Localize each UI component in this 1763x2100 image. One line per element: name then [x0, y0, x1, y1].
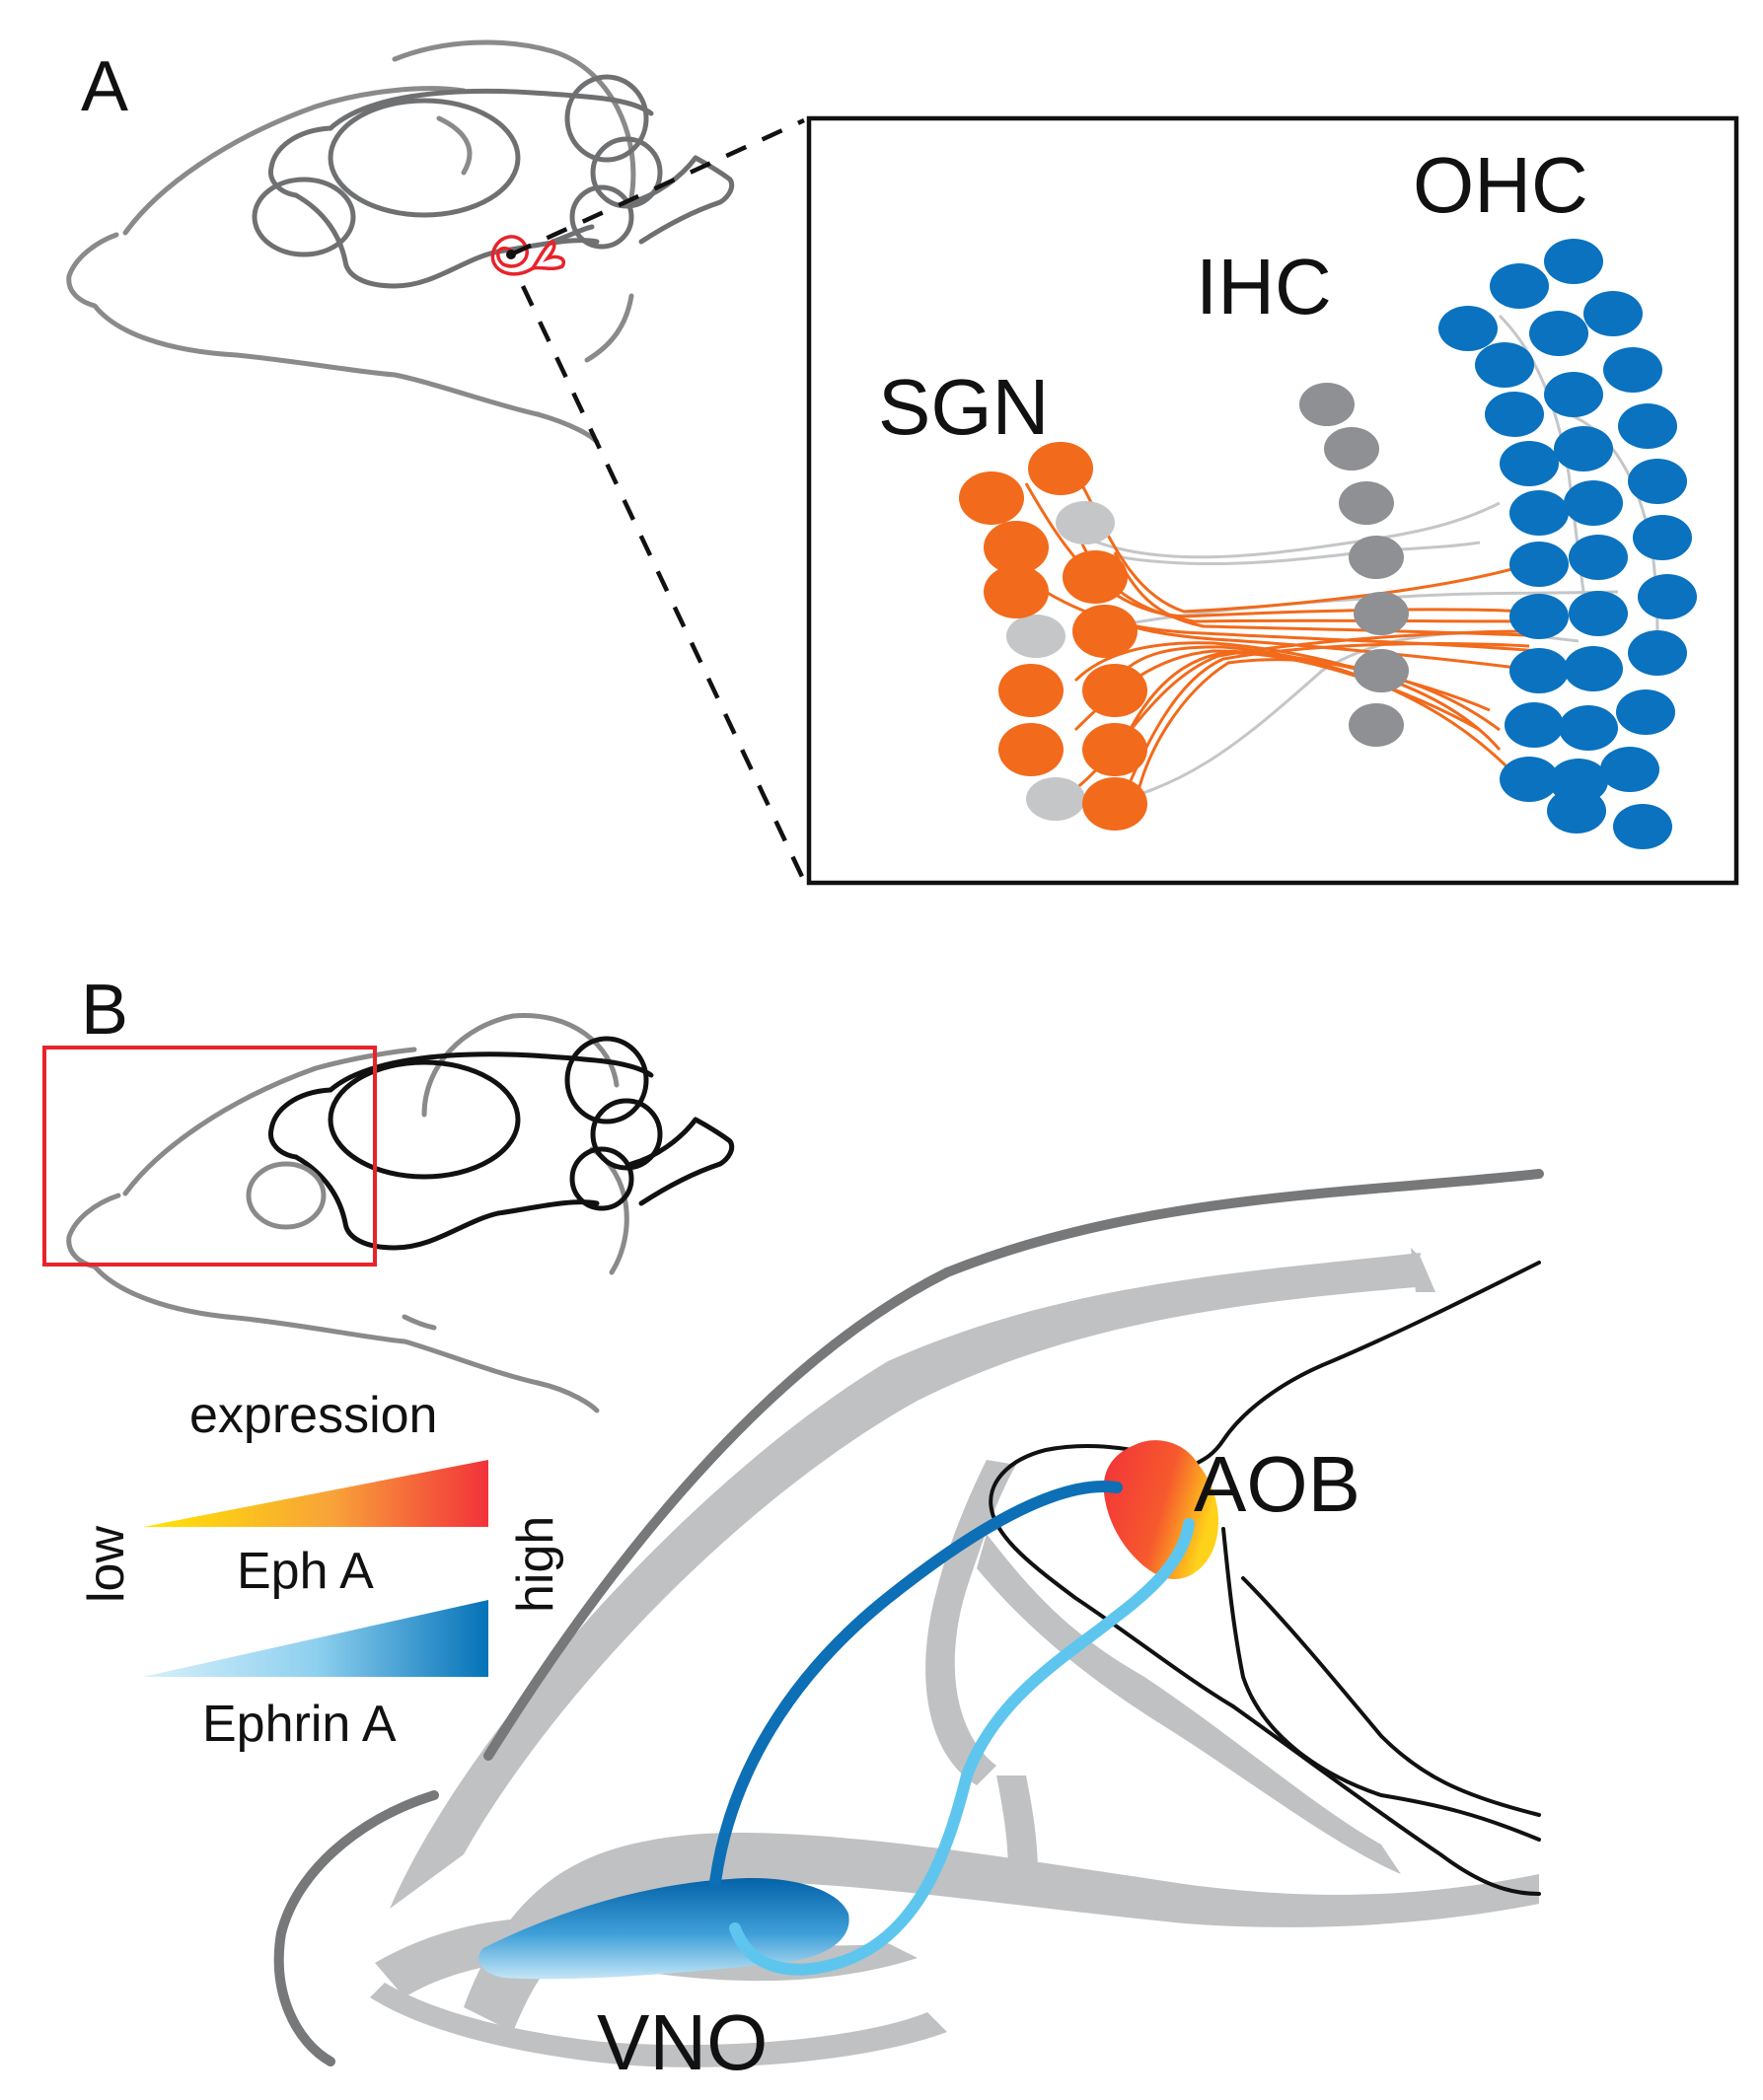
aob-region: [1103, 1440, 1218, 1579]
aob-label: AOB: [1194, 1440, 1360, 1528]
vno-label: VNO: [597, 1998, 768, 2086]
legend-eph-label: Eph A: [237, 1543, 374, 1600]
olfactory-bulb-outline: [246, 1161, 327, 1230]
legend-ephrin-label: Ephrin A: [202, 1696, 397, 1753]
region-highlight-box: [42, 1046, 377, 1267]
panel-a: A: [66, 39, 1739, 886]
panel-a-letter: A: [81, 47, 128, 126]
legend-expression-label: expression: [189, 1387, 437, 1444]
sgn-label: SGN: [878, 363, 1049, 451]
brain-outline-a: [252, 74, 735, 289]
legend-eph-wedge: [143, 1460, 488, 1527]
ihc-cells: [1299, 383, 1409, 747]
dark-blue-axon: [709, 1481, 1123, 1888]
ohc-cells: [1438, 239, 1697, 849]
nasal-black-outline: [989, 1261, 1541, 1896]
legend-ephrin-wedge: [143, 1600, 488, 1677]
light-blue-axon: [729, 1518, 1195, 1976]
zoom-lines: [510, 117, 807, 882]
legend-low-label: low: [78, 1526, 135, 1603]
panel-b-letter: B: [81, 971, 128, 1050]
sgn-orange-cells: [959, 442, 1147, 831]
ohc-label: OHC: [1413, 141, 1588, 229]
mouse-head-outline-a: [66, 39, 636, 445]
cochlea-highlight: [490, 235, 565, 276]
skull-outline: [273, 1169, 1544, 2066]
panel-b: B expression Eph A Ephrin A l: [42, 971, 1544, 2086]
mouse-head-outline-b: [66, 1013, 629, 1413]
brain-outline-b: [267, 1036, 735, 1251]
ihc-label: IHC: [1196, 243, 1332, 330]
sgn-gray-cells: [1006, 501, 1115, 821]
legend-high-label: high: [507, 1516, 564, 1613]
